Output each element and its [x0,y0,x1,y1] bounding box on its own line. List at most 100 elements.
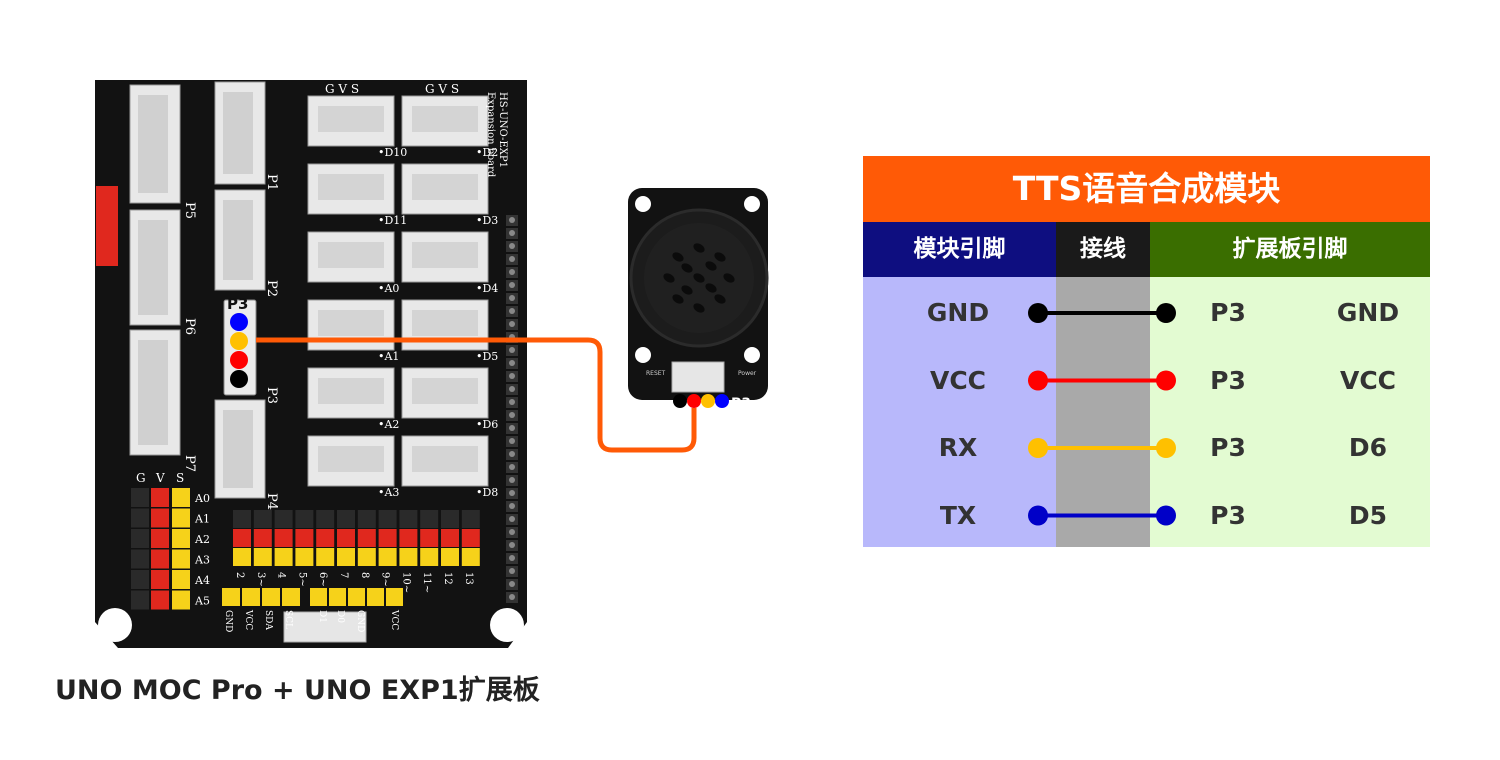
mount-hole [744,347,760,363]
vcc-pin [151,590,169,610]
ground-pin [316,510,335,528]
signal-pin [172,508,190,528]
connector-inner [223,92,253,174]
connector-inner [412,174,478,200]
gvs-label: G V S [325,82,359,96]
reset-label: RESET [646,370,666,377]
ground-pin [131,570,149,589]
connector-inner [412,310,478,336]
connection-cable [256,337,697,453]
left-port-label: P1 [264,174,279,191]
left-port-label: P5 [182,202,197,219]
servo-port-labels: •D10•D2•D11•D3•A0•D4•A1•D5•A2•D6•A3•D8 [378,146,498,499]
edge-pin-hole [509,269,515,275]
connector-inner [318,378,384,404]
mount-hole [744,196,760,212]
port-dot [673,394,687,408]
vcc-pin [420,529,439,547]
module-connector [671,361,725,393]
connector-inner [318,446,384,472]
vcc-pin [151,529,169,548]
servo-port-label: •D10 [378,146,407,159]
edge-pin-hole [509,503,515,509]
servo-port-label: •D5 [476,350,498,363]
gvs-label: G V S [425,82,459,96]
module-pin-cell: VCC [929,365,987,395]
edge-pin-hole [509,399,515,405]
grille-hole [714,294,726,304]
port-dot [230,351,248,369]
vcc-pin [151,508,169,528]
analog-label: A4 [194,574,210,587]
uart-pin [329,588,346,606]
ground-pin [131,488,149,507]
bottom-pin-label: VCC [389,609,399,630]
connector-inner [318,310,384,336]
port-dot [230,332,248,350]
ground-pin [253,510,272,528]
mount-hole [635,196,651,212]
port-dot [687,394,701,408]
edge-pin-hole [509,581,515,587]
servo-port-label: •A1 [378,350,399,363]
edge-pin-hole [509,230,515,236]
vcc-pin [441,529,459,547]
edge-pin-header [506,215,518,603]
ground-pin [420,510,439,528]
power-label: Power [738,370,757,377]
digital-label: 13 [463,572,474,585]
board-pin-cell: D6 [1348,433,1388,462]
grille-hole [693,243,705,253]
edge-pin-hole [509,373,515,379]
connector-inner [138,95,168,193]
digital-label: 9~ [380,572,391,587]
edge-pin-hole [509,555,515,561]
board-pin-cell: D5 [1348,500,1388,530]
edge-pin-hole [509,451,515,457]
vcc-pin [274,529,293,547]
vcc-pin [253,529,272,547]
digital-label: 10~ [400,572,411,593]
connector-inner [223,410,253,488]
ground-pin [131,529,149,548]
module-pin-column [863,277,1056,547]
edge-pin-hole [509,282,515,288]
connector-inner [412,106,478,132]
iic-pin [242,588,260,606]
digital-label: 4 [276,572,287,578]
edge-pin-hole [509,542,515,548]
mount-hole [490,608,524,642]
bottom-pin-label: D1 [317,610,327,623]
ground-pin [131,590,149,610]
signal-pin [233,548,251,566]
expansion-board: HS-UNO-EXP1 Expansion board G V S G V S … [95,80,527,648]
iic-pin [262,588,280,606]
grille-hole [693,303,705,313]
signal-pin [253,548,272,566]
edge-pin-hole [509,464,515,470]
power-header [96,186,118,266]
signal-pin [274,548,293,566]
signal-pin [420,548,439,566]
tts-module: RESET Power P3 [628,188,769,412]
bottom-pin-label: VCC [243,609,253,630]
servo-port-label: •A0 [378,282,399,295]
servo-port-label: •D8 [476,486,498,499]
ground-pin [131,549,149,569]
vcc-pin [378,529,397,547]
digital-label: 7 [338,572,349,578]
ground-pin [295,510,314,528]
digital-label: 5~ [296,572,307,587]
module-pin-cell: TX [939,500,977,530]
edge-pin-hole [509,256,515,262]
signal-pin [441,548,459,566]
module-p3-label: P3 [731,396,751,412]
grille-hole [705,261,717,271]
edge-pin-hole [509,217,515,223]
mount-hole [98,608,132,642]
edge-pin-hole [509,490,515,496]
digital-label: 12 [442,572,453,585]
